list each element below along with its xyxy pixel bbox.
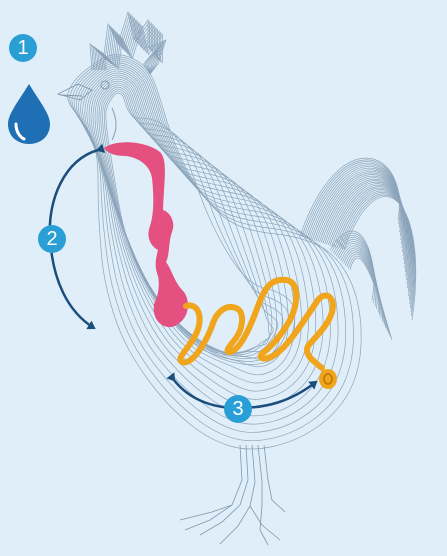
cloaca-end (319, 369, 337, 389)
sketch-contour-line (87, 73, 295, 375)
esophagus-crop-organ (104, 142, 188, 327)
step-badge-3: 3 (224, 395, 252, 423)
water-drop-icon (8, 84, 50, 144)
tail-contour-line (300, 158, 399, 236)
step-badge-1: 1 (9, 34, 37, 62)
sketch-contour-line (68, 55, 362, 449)
rooster-line-sketch (68, 55, 362, 449)
sketch-contour-line (76, 63, 330, 416)
comb-sketch (90, 12, 166, 74)
sketch-contour-line (104, 91, 288, 361)
step-badge-2: 2 (38, 225, 66, 253)
legs-sketch (180, 445, 285, 545)
sketch-contour-line (70, 57, 354, 441)
sketch-contour-line (89, 75, 288, 367)
sketch-contour-line (72, 59, 346, 433)
intestine-organ (180, 280, 333, 368)
